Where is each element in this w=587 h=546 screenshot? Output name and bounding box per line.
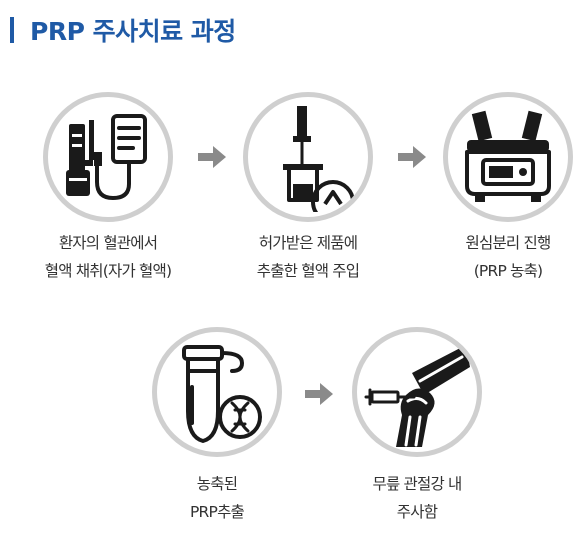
step-5-label: 무릎 관절강 내 주사함 [317, 470, 517, 526]
step-1-circle [43, 92, 173, 222]
step-4-circle [152, 327, 282, 457]
step-5-line-1: 무릎 관절강 내 [372, 475, 462, 493]
step-5-line-2: 주사함 [396, 503, 438, 521]
step-2-line-1: 허가받은 제품에 [258, 234, 358, 252]
blood-draw-iv-bag-icon [66, 114, 147, 200]
step-1-label: 환자의 혈관에서 혈액 채취(자가 혈액) [8, 229, 208, 285]
page-title: PRP 주사치료 과정 [30, 17, 236, 46]
step-1-line-2: 혈액 채취(자가 혈액) [44, 262, 172, 280]
page-header: PRP 주사치료 과정 [10, 10, 236, 50]
title-accent-bar [10, 17, 14, 43]
step-1-line-1: 환자의 혈관에서 [58, 234, 158, 252]
step-3-line-1: 원심분리 진행 [465, 234, 552, 252]
tube-dna-icon [182, 345, 262, 443]
step-3-line-2: (PRP 농축) [473, 262, 543, 280]
step-4-line-1: 농축된 [196, 475, 238, 493]
arrow-right-icon [398, 146, 426, 168]
arrow-right-icon [305, 383, 333, 405]
step-3-circle [443, 92, 573, 222]
syringe-test-tube-icon [283, 106, 355, 212]
step-4-line-2: PRP추출 [190, 503, 245, 521]
step-2-circle [243, 92, 373, 222]
step-5-circle [352, 327, 482, 457]
knee-injection-icon [364, 345, 470, 447]
step-3-label: 원심분리 진행 (PRP 농축) [408, 229, 587, 285]
centrifuge-icon [465, 110, 551, 202]
step-2-label: 허가받은 제품에 추출한 혈액 주입 [208, 229, 408, 285]
step-4-label: 농축된 PRP추출 [117, 470, 317, 526]
step-2-line-2: 추출한 혈액 주입 [256, 262, 360, 280]
arrow-right-icon [198, 146, 226, 168]
